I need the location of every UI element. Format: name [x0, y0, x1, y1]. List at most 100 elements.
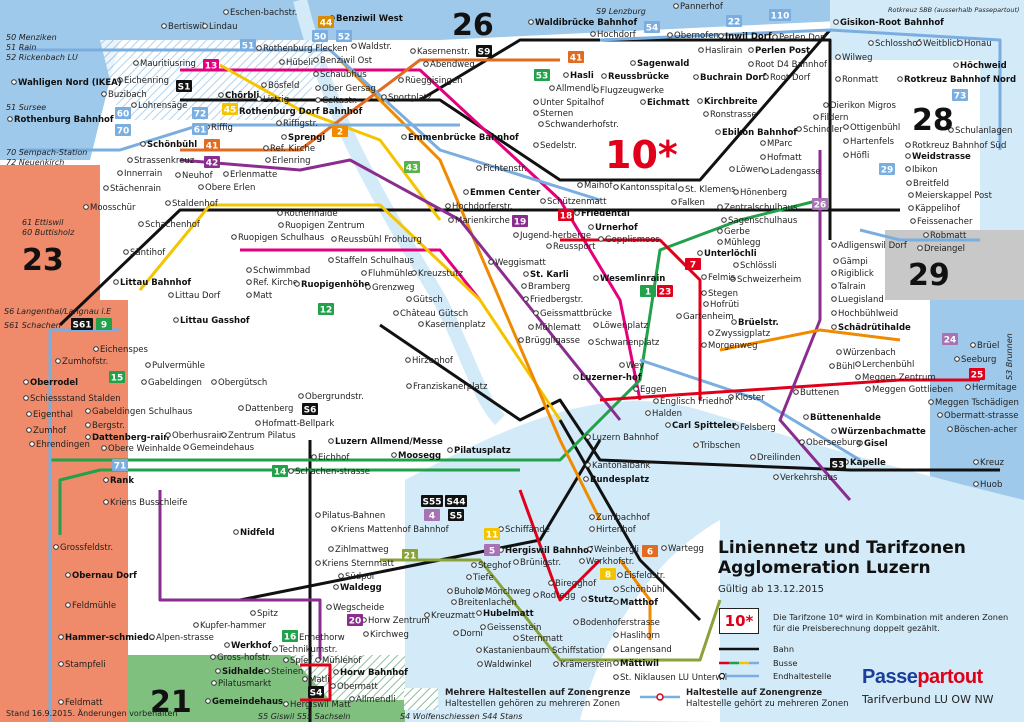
station-label[interactable]: Obernau Dorf	[72, 571, 137, 581]
station-label[interactable]: Schulanlagen	[955, 126, 1012, 136]
station-label[interactable]: Zwyssigplatz	[715, 329, 771, 339]
station-label[interactable]: Schwimmbad	[253, 266, 310, 276]
station-label[interactable]: Gopplismoos	[605, 235, 660, 245]
station-label[interactable]: Sternen	[540, 109, 573, 119]
station-label[interactable]: Hermitage	[972, 383, 1017, 393]
station-label[interactable]: Zumbachhof	[596, 513, 651, 523]
station-label[interactable]: Gross-hofstr.	[217, 653, 271, 663]
station-label[interactable]: Weinbergli	[594, 545, 639, 555]
station-label[interactable]: Schädrütihalde	[838, 323, 911, 333]
station-label[interactable]: Schaubhus	[320, 70, 367, 80]
station-label[interactable]: Biregghof	[555, 579, 597, 589]
station-label[interactable]: Alpen-strasse	[156, 633, 214, 643]
station-label[interactable]: Ottigenbühl	[850, 123, 900, 133]
station-label[interactable]: Hofmatt	[767, 153, 802, 163]
station-label[interactable]: Marienkirche	[455, 216, 510, 226]
station-label[interactable]: Buzibach	[108, 90, 147, 100]
station-label[interactable]: Kirchweg	[370, 630, 409, 640]
station-label[interactable]: Reussbrücke	[608, 72, 669, 82]
station-label[interactable]: Würzenbachmatte	[838, 427, 926, 437]
station-label[interactable]: Emmenbrücke Bahnhof	[408, 133, 519, 143]
station-label[interactable]: Schachen-strasse	[295, 467, 370, 477]
station-label[interactable]: St. Niklausen LU Unterwil	[620, 673, 727, 683]
station-label[interactable]: Eschen-bachstr.	[230, 8, 297, 18]
line-badge-label[interactable]: S3	[832, 461, 845, 471]
line-badge-label[interactable]: 18	[560, 212, 573, 222]
station-label[interactable]: Rüeggisingen	[405, 76, 462, 86]
line-badge-label[interactable]: 11	[486, 531, 499, 541]
station-label[interactable]: Root D4 Bahnhof	[755, 60, 828, 70]
station-label[interactable]: Reussbühl Frohburg	[338, 235, 422, 245]
station-label[interactable]: Hasli	[570, 71, 594, 81]
station-label[interactable]: Bramberg	[528, 282, 570, 292]
station-label[interactable]: Spitz	[257, 609, 278, 619]
station-label[interactable]: Weidstrasse	[912, 152, 971, 162]
station-label[interactable]: Franziskanerplatz	[413, 382, 488, 392]
station-label[interactable]: Höfli	[850, 151, 869, 161]
station-label[interactable]: Oberseeburg	[806, 438, 861, 448]
line-badge-label[interactable]: 44	[320, 19, 333, 29]
station-label[interactable]: Würzenbach	[843, 348, 896, 358]
line-badge-label[interactable]: S1	[178, 83, 191, 93]
line-badge-label[interactable]: S4	[310, 689, 323, 699]
station-label[interactable]: Brüel	[977, 341, 999, 351]
station-label[interactable]: Schiffände	[505, 525, 550, 535]
station-label[interactable]: Steinen	[271, 667, 303, 677]
station-label[interactable]: Seeburg	[961, 355, 996, 365]
line-badge-label[interactable]: 16	[284, 633, 297, 643]
station-label[interactable]: Matthof	[620, 598, 658, 608]
station-label[interactable]: Nidfeld	[240, 528, 275, 538]
station-label[interactable]: Mühlehof	[322, 656, 362, 666]
station-label[interactable]: Fichtenstr.	[483, 164, 527, 174]
station-label[interactable]: Schachenhof	[145, 220, 201, 230]
station-label[interactable]: Hochbühlweid	[838, 309, 898, 319]
station-label[interactable]: Kantonalbank	[592, 461, 651, 471]
station-label[interactable]: Morgenweg	[708, 341, 757, 351]
station-label[interactable]: Grenzweg	[372, 283, 415, 293]
station-label[interactable]: Geissmattbrücke	[540, 309, 612, 319]
station-label[interactable]: Buchrain Dorf	[700, 73, 767, 83]
station-label[interactable]: Hübeli	[286, 58, 313, 68]
station-label[interactable]: Sprengi	[288, 133, 325, 143]
station-label[interactable]: Kreuz	[980, 458, 1004, 468]
line-badge-label[interactable]: 9	[101, 321, 107, 331]
station-label[interactable]: Celtastr.	[322, 96, 357, 106]
station-label[interactable]: Obergütsch	[218, 378, 267, 388]
station-label[interactable]: Haslihorn	[620, 631, 660, 641]
station-label[interactable]: Zihlmattweg	[335, 545, 389, 555]
station-label[interactable]: Bühl	[836, 362, 855, 372]
station-label[interactable]: Brünigstr.	[520, 558, 561, 568]
station-label[interactable]: Schönbühl	[147, 140, 197, 150]
station-label[interactable]: Tribschen	[699, 441, 740, 451]
station-label[interactable]: Kriens Mattenhof Bahnhof	[338, 525, 450, 535]
line-badge-label[interactable]: 54	[646, 24, 659, 34]
station-label[interactable]: St. Klemens	[685, 185, 736, 195]
station-label[interactable]: Stächenrain	[110, 184, 161, 194]
station-label[interactable]: Moosegg	[398, 451, 441, 461]
line-badge-label[interactable]: 4	[429, 512, 435, 522]
station-label[interactable]: Breitenlachen	[458, 598, 517, 608]
station-label[interactable]: Pannerhof	[680, 2, 724, 12]
line-badge-label[interactable]: 7	[690, 261, 696, 271]
station-label[interactable]: Schindler	[803, 125, 843, 135]
station-label[interactable]: Bodenhoferstrasse	[580, 618, 660, 628]
line-badge-label[interactable]: 29	[881, 166, 894, 176]
station-label[interactable]: Mühlegg	[724, 238, 761, 248]
station-label[interactable]: Brüelstr.	[738, 318, 779, 328]
station-label[interactable]: Schwanenplatz	[595, 338, 660, 348]
station-label[interactable]: Buttenen	[800, 388, 839, 398]
station-label[interactable]: Zumhofstr.	[62, 357, 108, 367]
station-label[interactable]: Kastanienbaum Schiffstation	[483, 646, 605, 656]
station-label[interactable]: Dorni	[460, 629, 483, 639]
station-label[interactable]: Kantonsspital	[620, 183, 677, 193]
station-label[interactable]: Felmis	[708, 273, 736, 283]
station-label[interactable]: Wilweg	[842, 53, 873, 63]
station-label[interactable]: Obernofen	[674, 31, 719, 41]
station-label[interactable]: Hirzenhof	[412, 356, 454, 366]
station-label[interactable]: Hofrüti	[710, 300, 739, 310]
station-label[interactable]: Perlen Dorf	[779, 33, 827, 43]
station-label[interactable]: Schweizerheim	[737, 275, 801, 285]
station-label[interactable]: Mühlematt	[535, 323, 582, 333]
line-badge-label[interactable]: S5	[450, 512, 463, 522]
station-label[interactable]: Rothenhalde	[284, 209, 338, 219]
